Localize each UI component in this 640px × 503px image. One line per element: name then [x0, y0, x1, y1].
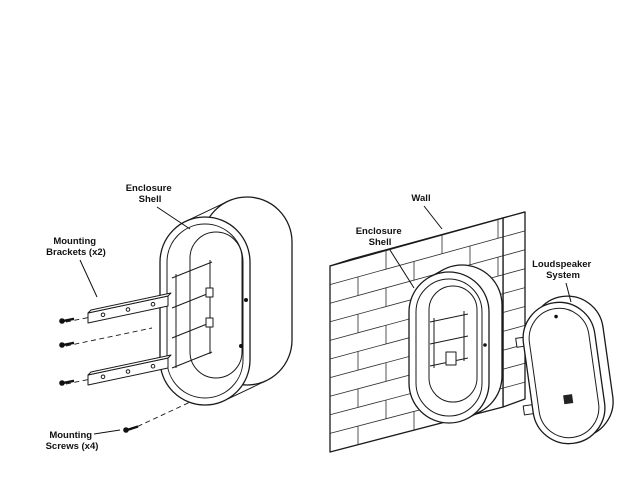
mounting-bracket-upper — [87, 292, 172, 324]
mounting-screw-3 — [59, 379, 75, 386]
svg-text:Mounting Brackets (x2): Mounting Brackets (x2) — [46, 236, 106, 258]
svg-text:Mounting Screws (x4): Mounting Screws (x4) — [46, 430, 99, 452]
mounting-bracket-lower — [87, 354, 172, 386]
leader-mounting-brackets — [79, 259, 98, 298]
leader-loudspeaker-system — [565, 282, 572, 303]
label-mounting-brackets: Mounting Brackets (x2) — [46, 236, 106, 298]
speaker-terminal — [563, 394, 574, 405]
svg-text:Enclosure Shell: Enclosure Shell — [356, 226, 405, 248]
right-assembly: Wall Enclosure Shell Loudspeaker System — [329, 193, 614, 453]
svg-text:Loudspeaker System: Loudspeaker System — [532, 259, 594, 281]
mounting-screws — [59, 317, 139, 433]
leader-enclosure-shell-right — [389, 249, 415, 289]
svg-text:Wall: Wall — [411, 193, 430, 204]
interior-ribs — [171, 260, 214, 369]
loudspeaker-drawing — [515, 295, 614, 445]
label-enclosure-shell-left: Enclosure Shell — [126, 183, 191, 230]
label-loudspeaker-system: Loudspeaker System — [532, 259, 594, 303]
mounting-screw-1 — [59, 317, 75, 324]
label-mounting-screws: Mounting Screws (x4) — [46, 429, 121, 452]
mounting-screw-2 — [59, 341, 75, 348]
enclosure-shell-right-drawing — [408, 264, 503, 424]
svg-text:Enclosure Shell: Enclosure Shell — [126, 183, 175, 205]
label-wall: Wall — [411, 193, 443, 230]
leader-wall — [423, 205, 443, 230]
leader-enclosure-shell-left — [156, 206, 191, 230]
left-assembly: Enclosure Shell Mounting Brackets (x2) M… — [46, 183, 293, 452]
leader-mounting-screws — [93, 429, 121, 435]
label-enclosure-shell-right: Enclosure Shell — [356, 226, 415, 289]
enclosure-shell-left-drawing — [159, 196, 293, 406]
interior-ribs-right — [429, 311, 469, 368]
mounting-screw-4 — [123, 425, 139, 433]
